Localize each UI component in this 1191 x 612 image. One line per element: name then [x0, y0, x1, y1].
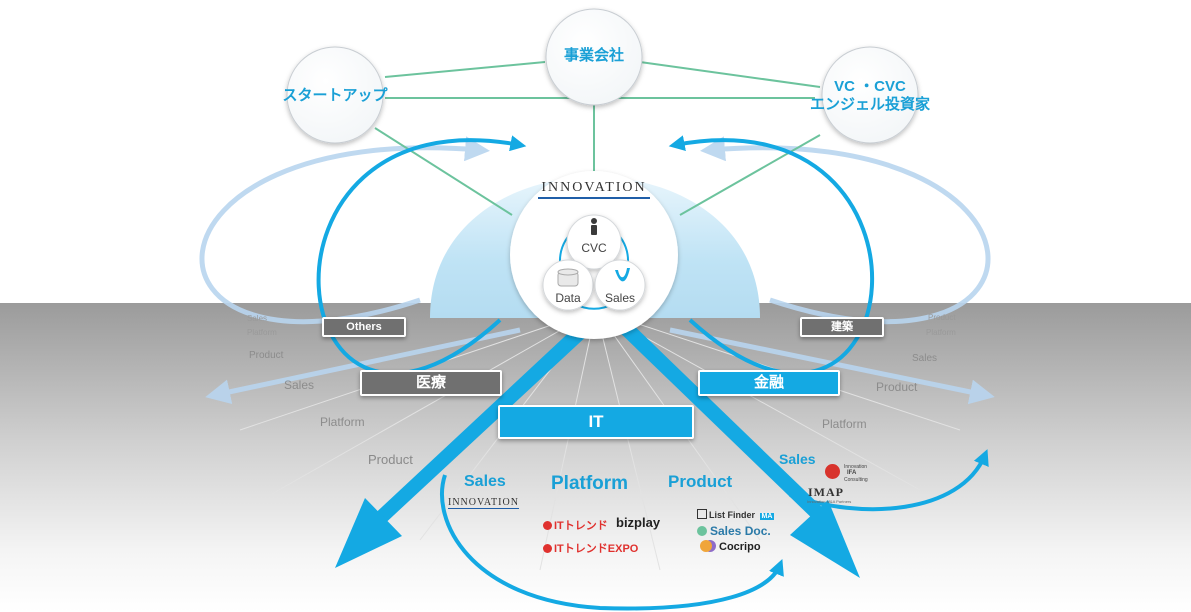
- logo-ifa-line1: Innovation: [844, 464, 868, 470]
- ghost-right-platform-sm: Platform: [926, 328, 956, 337]
- it-col-product: Product: [668, 472, 733, 491]
- logo-itrend-text: ITトレンド: [554, 520, 608, 532]
- tag-it: IT: [498, 405, 694, 439]
- it-arrows: [335, 317, 860, 578]
- ghost-right-sales-md: Sales: [912, 353, 938, 364]
- ghost-left-sales-sm: Sales: [247, 314, 268, 323]
- node-startup-label: スタートアップ: [282, 87, 388, 104]
- core-sales-label: Sales: [604, 291, 636, 305]
- logo-cocripo: Cocripo: [700, 540, 761, 553]
- core-hub: [510, 171, 678, 339]
- listfinder-mark-icon: [697, 509, 707, 519]
- logo-innovation: INNOVATION: [448, 497, 519, 509]
- logo-ifa-line2: IFA: [847, 470, 857, 476]
- node-jigyo-label: 事業会社: [563, 47, 624, 64]
- logo-itrend-expo-text: ITトレンドEXPO: [554, 543, 639, 555]
- ghost-left-product-lg: Product: [368, 452, 413, 467]
- tag-others: Others: [322, 317, 406, 337]
- node-vc-line2: エンジェル投資家: [809, 96, 930, 113]
- node-vc-line1: VC ・CVC: [834, 78, 906, 95]
- logo-imap-sub: Innovation M&A Partners: [807, 499, 852, 504]
- core-cvc-label: CVC: [581, 241, 607, 255]
- logo-imap: IMAP: [808, 485, 844, 499]
- core-data-label: Data: [555, 291, 581, 305]
- core-brand-label: INNOVATION: [541, 180, 647, 195]
- database-icon: [557, 268, 579, 287]
- top-bubbles: [286, 8, 919, 144]
- connection-lines: [374, 61, 821, 216]
- ghost-right-product-sm: Product: [928, 313, 956, 322]
- tag-iryo: 医療: [360, 370, 502, 396]
- logo-listfinder-text: List Finder: [709, 510, 756, 520]
- logo-itrend-expo: ITトレンドEXPO: [543, 540, 638, 556]
- itrend-mark-icon: [543, 521, 552, 530]
- cocripo-mark-icon: [700, 540, 712, 552]
- ghost-right-platform-lg: Platform: [822, 417, 867, 431]
- it-col-sales: Sales: [464, 473, 506, 490]
- itrend-expo-mark-icon: [543, 544, 552, 553]
- sales-swoosh-icon: [615, 268, 630, 282]
- logo-listfinder: List Finder MA: [697, 509, 775, 520]
- logo-bizplay: bizplay: [616, 515, 661, 530]
- logo-itrend: ITトレンド: [543, 517, 608, 533]
- logo-salesdoc: Sales Doc.: [697, 524, 771, 538]
- logo-salesdoc-text: Sales Doc.: [710, 524, 771, 538]
- ghost-left-platform-sm: Platform: [247, 328, 277, 337]
- person-icon: [591, 218, 597, 235]
- floor-plane: [0, 303, 1191, 612]
- ghost-right-product-md: Product: [876, 380, 918, 394]
- salesdoc-mark-icon: [697, 526, 707, 536]
- logo-ifa-line3: Consulting: [844, 477, 868, 483]
- ghost-left-product-md: Product: [249, 350, 284, 361]
- tag-kenchiku: 建築: [800, 317, 884, 337]
- tag-kinyu: 金融: [698, 370, 840, 396]
- logo-listfinder-badge: MA: [759, 513, 775, 520]
- logo-cocripo-text: Cocripo: [719, 541, 761, 553]
- it-col-platform: Platform: [551, 473, 629, 494]
- ghost-left-sales-md: Sales: [284, 378, 315, 392]
- ifa-mark-icon: [825, 464, 840, 479]
- kinyu-col-sales: Sales: [779, 451, 816, 467]
- ghost-left-platform-lg: Platform: [320, 415, 365, 429]
